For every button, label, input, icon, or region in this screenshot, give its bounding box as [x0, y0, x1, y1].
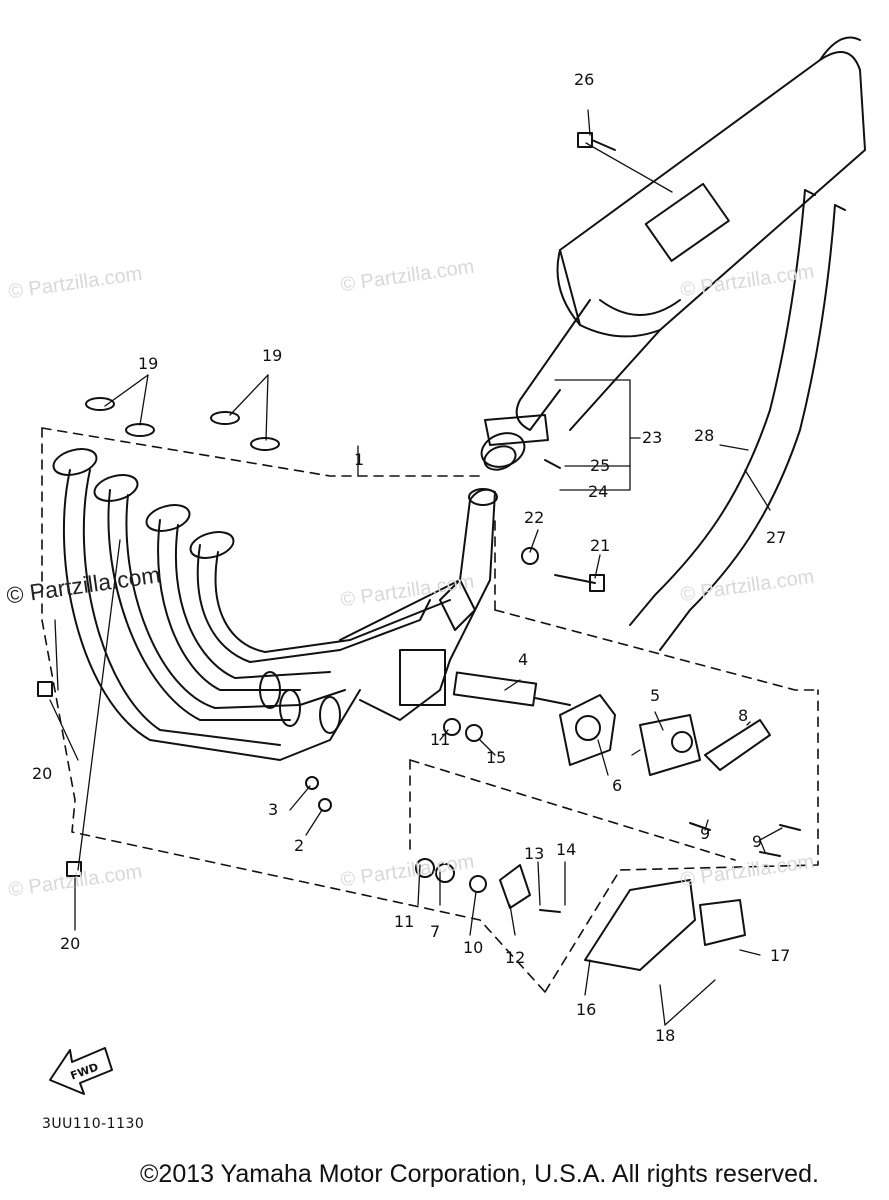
- muffler-joint: [480, 414, 549, 471]
- callout-12: 12: [505, 948, 526, 967]
- callout-9: 9: [700, 824, 711, 843]
- exup-valve-parts: [415, 671, 771, 909]
- callout-11: 11: [394, 912, 415, 931]
- diagram-code: 3UU110-1130: [42, 1116, 145, 1132]
- callout-20: 20: [32, 764, 53, 783]
- callout-16: 16: [576, 1000, 597, 1019]
- callout-13: 13: [524, 844, 545, 863]
- hardware: [37, 132, 801, 913]
- callout-22: 22: [524, 508, 545, 527]
- callout-27: 27: [766, 528, 787, 547]
- callout-5: 5: [650, 686, 661, 705]
- cover: [584, 879, 746, 971]
- callout-1: 1: [354, 450, 365, 469]
- callout-17: 17: [770, 946, 791, 965]
- callout-19: 19: [138, 354, 159, 373]
- header-pipes: [62, 469, 451, 761]
- callout-6: 6: [612, 776, 623, 795]
- callout-21: 21: [590, 536, 611, 555]
- callout-2: 2: [294, 836, 305, 855]
- assembly-outline-header: [41, 427, 819, 993]
- callout-25: 25: [590, 456, 611, 475]
- copyright-text: ©2013 Yamaha Motor Corporation, U.S.A. A…: [140, 1160, 819, 1188]
- callout-11: 11: [430, 730, 451, 749]
- callout-14: 14: [556, 840, 577, 859]
- callout-3: 3: [268, 800, 279, 819]
- callout-24: 24: [588, 482, 609, 501]
- leader-lines: [49, 109, 783, 1026]
- callout-19: 19: [262, 346, 283, 365]
- callout-8: 8: [738, 706, 749, 725]
- callout-4: 4: [518, 650, 529, 669]
- callout-10: 10: [463, 938, 484, 957]
- callout-20: 20: [60, 934, 81, 953]
- callout-9: 9: [752, 832, 763, 851]
- cables: [629, 189, 846, 651]
- callout-15: 15: [486, 748, 507, 767]
- callout-26: 26: [574, 70, 595, 89]
- callout-7: 7: [430, 922, 441, 941]
- callout-28: 28: [694, 426, 715, 445]
- fwd-arrow: [49, 1047, 113, 1095]
- callout-23: 23: [642, 428, 663, 447]
- header-flanges: [52, 448, 235, 559]
- collector: [339, 488, 498, 721]
- callout-18: 18: [655, 1026, 676, 1045]
